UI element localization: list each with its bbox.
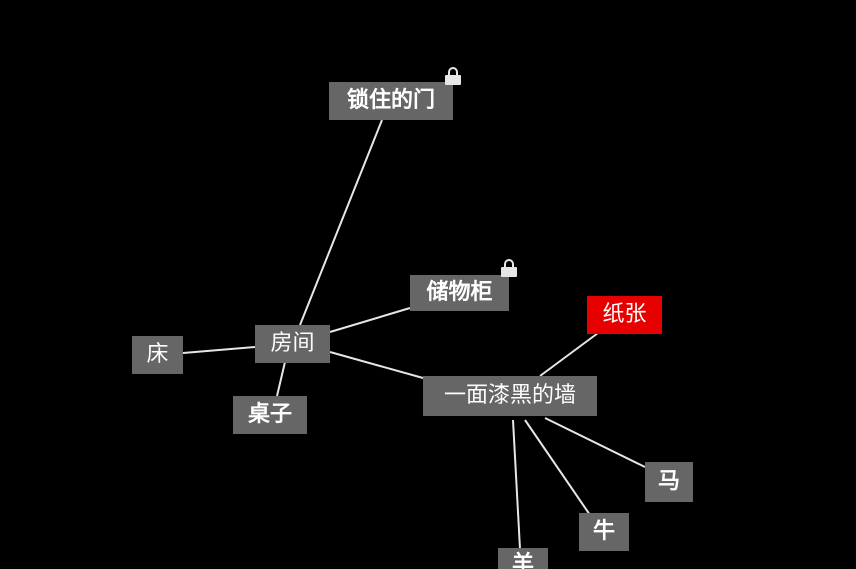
edge-room-table: [276, 361, 286, 397]
edge-wall-horse: [544, 417, 646, 468]
node-table[interactable]: 桌子: [233, 396, 307, 434]
edge-room-black-wall: [329, 351, 424, 379]
edge-room-bed: [182, 346, 256, 354]
edge-wall-cow: [524, 419, 591, 516]
node-locked-door[interactable]: 锁住的门: [329, 82, 453, 120]
node-cow[interactable]: 牛: [579, 513, 629, 551]
lock-icon: [501, 259, 517, 277]
node-black-wall[interactable]: 一面漆黑的墙: [423, 376, 597, 416]
edge-wall-paper: [539, 332, 599, 377]
node-horse[interactable]: 马: [645, 462, 693, 502]
node-bed[interactable]: 床: [132, 336, 183, 374]
node-room[interactable]: 房间: [255, 325, 330, 363]
edge-room-locked-door: [299, 119, 383, 326]
edge-room-storage-cabinet: [329, 307, 411, 333]
edge-wall-sheep: [512, 419, 521, 550]
node-storage-cabinet[interactable]: 储物柜: [410, 275, 509, 311]
lock-icon: [445, 67, 461, 85]
node-paper[interactable]: 纸张: [587, 296, 662, 334]
node-sheep[interactable]: 羊: [498, 548, 548, 569]
